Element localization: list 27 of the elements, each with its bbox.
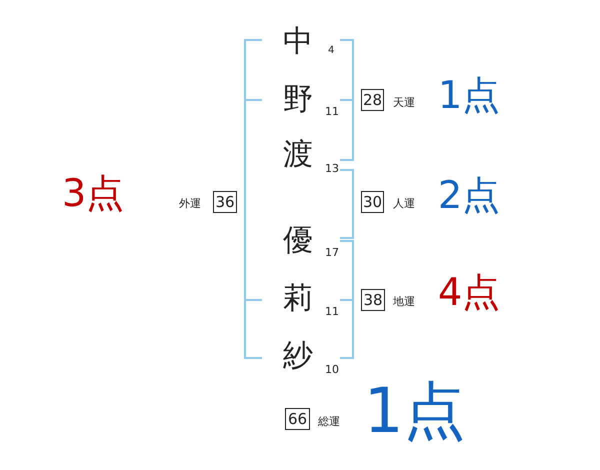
fortune-name: 地運 [393, 296, 415, 307]
fortune-number-box: 36 [213, 191, 237, 213]
stroke-count: 11 [325, 106, 339, 117]
fortune-number-box: 66 [285, 408, 310, 430]
fortune-name: 総運 [318, 416, 340, 427]
fortune-number-box: 38 [361, 289, 385, 311]
name-character: 中 [283, 27, 313, 57]
fortune-name: 人運 [393, 198, 415, 209]
score-text: 3点 [62, 174, 124, 212]
stroke-count: 17 [325, 247, 339, 258]
score-text: 1点 [438, 76, 500, 114]
name-character: 莉 [283, 284, 313, 314]
name-character: 紗 [283, 341, 313, 371]
name-character: 野 [283, 85, 313, 115]
stroke-count: 13 [325, 163, 339, 174]
stroke-count: 11 [325, 306, 339, 317]
name-character: 優 [283, 226, 313, 256]
score-text: 2点 [438, 176, 500, 214]
name-character: 渡 [283, 140, 313, 170]
score-text: 1点 [364, 380, 466, 442]
fortune-name: 外運 [179, 198, 201, 209]
fortune-number-box: 30 [361, 191, 384, 213]
fortune-number-box: 28 [361, 89, 384, 111]
fortune-name: 天運 [393, 97, 415, 108]
stroke-count: 10 [325, 364, 339, 375]
score-text: 4点 [438, 273, 500, 311]
stroke-count: 4 [328, 46, 334, 56]
